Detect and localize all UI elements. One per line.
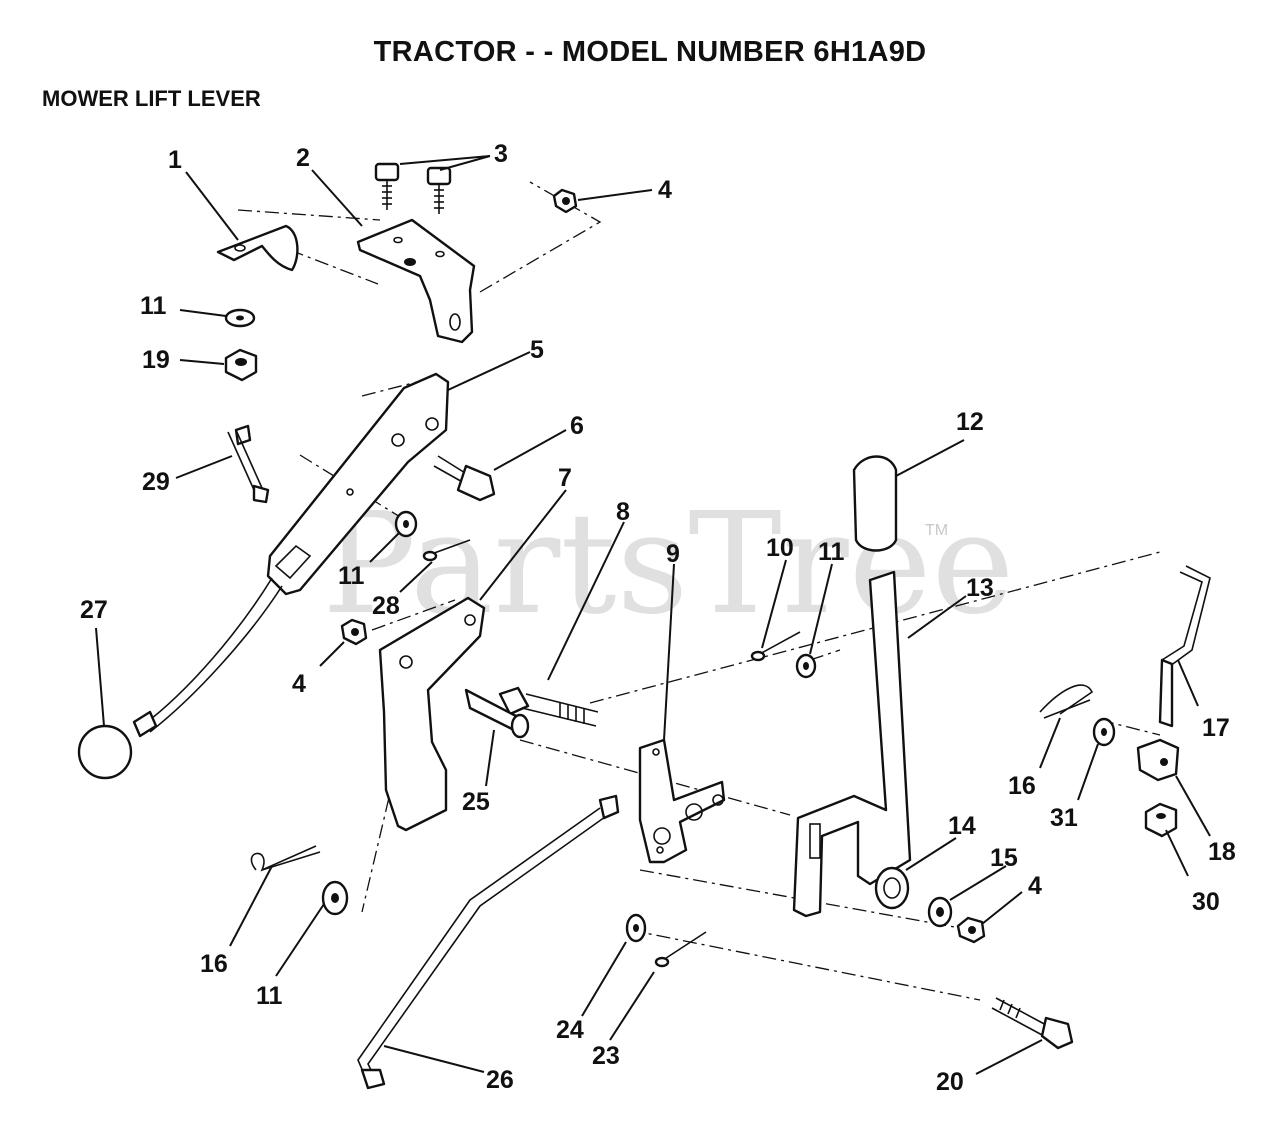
- part-23-cotter-pin: [654, 931, 707, 968]
- callout-23: 23: [592, 1042, 620, 1070]
- callout-11-c: 11: [818, 538, 845, 566]
- callout-31: 31: [1050, 804, 1078, 832]
- callout-26: 26: [486, 1066, 514, 1094]
- diagram-title: TRACTOR - - MODEL NUMBER 6H1A9D: [373, 36, 927, 68]
- callout-28: 28: [372, 592, 400, 620]
- section-title: MOWER LIFT LEVER: [42, 86, 261, 111]
- callout-8: 8: [616, 498, 630, 526]
- part-31-washer: [1092, 717, 1116, 747]
- part-4-nut-top: [552, 188, 578, 214]
- callout-4-left: 4: [292, 670, 306, 698]
- part-15-washer: [927, 896, 953, 928]
- callout-6: 6: [570, 412, 584, 440]
- part-14-bushing: [874, 866, 910, 910]
- callout-11-d: 11: [256, 982, 283, 1010]
- part-1-clip: [216, 224, 299, 272]
- part-3-bolts: [374, 162, 452, 214]
- callout-9: 9: [666, 540, 680, 568]
- callout-24: 24: [556, 1016, 584, 1044]
- part-16-clip-left: [250, 845, 321, 872]
- callout-17: 17: [1202, 714, 1230, 742]
- callout-11-a: 11: [140, 292, 167, 320]
- callout-4-top: 4: [658, 176, 672, 204]
- part-4-nut-right: [956, 916, 986, 944]
- callout-12: 12: [956, 408, 984, 436]
- callout-19: 19: [142, 346, 170, 374]
- part-9-pivot-plate: [638, 738, 726, 864]
- part-4-nut-left: [340, 618, 368, 646]
- callout-16-left: 16: [200, 950, 228, 978]
- leader-lines: [95, 155, 1211, 1075]
- callout-20: 20: [936, 1068, 964, 1096]
- part-10-cotter-pin: [750, 631, 801, 662]
- part-13-lever: [792, 570, 912, 918]
- callout-14: 14: [948, 812, 976, 840]
- part-6-bolt: [433, 455, 496, 502]
- part-27-knob-cable: [77, 577, 283, 780]
- part-7-bracket-arm: [378, 596, 486, 832]
- part-17-adjust-rod: [1158, 565, 1211, 728]
- callout-18: 18: [1208, 838, 1236, 866]
- callout-3: 3: [494, 140, 508, 168]
- part-29-rod: [227, 424, 270, 504]
- callout-1: 1: [168, 146, 182, 174]
- watermark-trademark: TM: [925, 522, 948, 539]
- callout-7: 7: [558, 464, 572, 492]
- part-19-nut: [224, 348, 258, 382]
- part-28-cotter-pin: [422, 539, 471, 562]
- part-25-tube: [464, 688, 530, 739]
- part-8-bolt: [498, 686, 599, 727]
- part-20-bolt: [991, 997, 1074, 1050]
- callout-5: 5: [530, 336, 544, 364]
- callout-25: 25: [462, 788, 490, 816]
- part-16-clip-right: [1039, 684, 1094, 719]
- callout-10: 10: [766, 534, 794, 562]
- callout-16-right: 16: [1008, 772, 1036, 800]
- callout-2: 2: [296, 144, 310, 172]
- callout-30: 30: [1192, 888, 1220, 916]
- part-26-link-rod: [357, 794, 620, 1090]
- callout-27: 27: [80, 596, 108, 624]
- callout-13: 13: [966, 574, 994, 602]
- part-24-washer: [625, 913, 647, 943]
- callouts: 1 2 3 4 4 4 5 6 7 8 9 10 11 11 11 11 12 …: [80, 140, 1236, 1096]
- callout-4-right: 4: [1028, 872, 1042, 900]
- callout-15: 15: [990, 844, 1018, 872]
- part-12-handle-grip: [852, 455, 898, 552]
- callout-11-b: 11: [338, 562, 365, 590]
- part-5-lift-arm: [266, 372, 450, 596]
- part-30-nut: [1144, 802, 1178, 838]
- part-11-washers: [224, 308, 817, 916]
- callout-29: 29: [142, 468, 170, 496]
- part-2-bracket: [356, 218, 476, 344]
- part-18-swivel: [1136, 738, 1180, 782]
